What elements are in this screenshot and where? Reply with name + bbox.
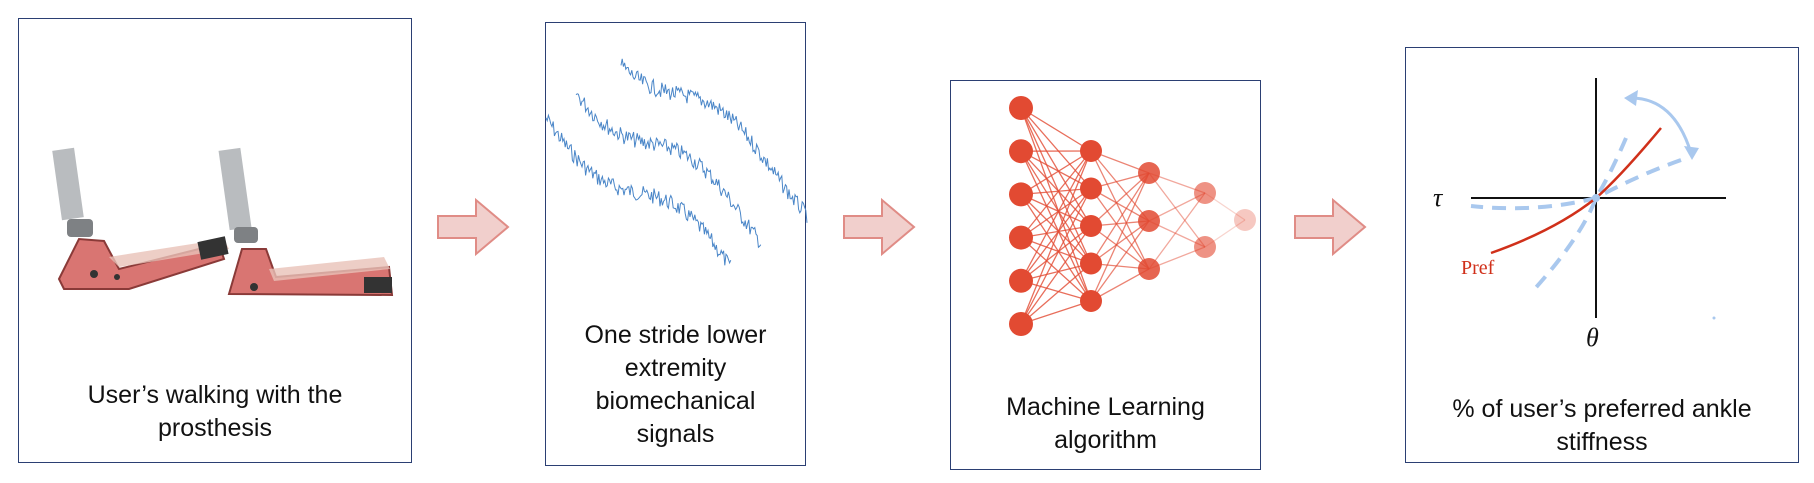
tau-label: τ [1433,183,1444,212]
nn-connection [1020,150,1092,239]
nn-node [1080,215,1102,237]
caption-line: % of user’s preferred ankle [1452,395,1752,423]
signal-trace [575,93,762,249]
nn-connection [1020,263,1092,325]
signals-caption: One stride lower extremity biomechanical… [546,319,805,451]
panel-signals: One stride lower extremity biomechanical… [545,22,808,466]
nn-connection [1020,107,1092,189]
nn-connection [1020,107,1092,227]
nn-connection [1020,193,1092,227]
caption-line: stiffness [1556,428,1648,456]
nn-connection [1090,172,1150,302]
flow-arrow-1 [437,197,510,257]
walking-caption: User’s walking with the prosthesis [19,379,411,445]
nn-connection [1020,262,1092,282]
nn-node [1138,258,1160,280]
nn-connection [1090,187,1150,222]
panel-ml: Machine Learning algorithm [950,80,1261,470]
caption-line: algorithm [1054,426,1157,454]
nn-connection [1020,150,1092,325]
nn-connection [1148,172,1206,248]
nn-node [1194,236,1216,258]
caption-line: User’s walking with the [87,381,343,409]
nn-node [1194,182,1216,204]
nn-node [1080,140,1102,162]
neural-network-diagram [1009,96,1256,336]
nn-connection [1090,268,1150,302]
rotation-arrow [1630,96,1693,154]
nn-connection [1090,172,1150,264]
nn-connection [1090,150,1150,270]
nn-connection [1020,280,1092,302]
nn-connection [1020,150,1092,264]
nn-connection [1020,193,1092,264]
rotation-arrowhead-top [1624,90,1638,106]
nn-node [1138,162,1160,184]
prosthesis-feet-image [52,147,394,297]
nn-connection [1020,107,1092,264]
caption-line: One stride lower [584,321,767,349]
nn-connection [1020,237,1092,302]
nn-node [1009,312,1033,336]
nn-connection [1020,225,1092,325]
theta-label: θ [1586,323,1599,352]
nn-connection [1020,150,1092,195]
stiffness-plot: τ θ Pref [1433,78,1726,352]
nn-connection [1020,194,1092,302]
caption-line: signals [636,420,715,448]
nn-node [1009,96,1033,120]
caption-line: extremity [624,354,727,382]
nn-connection [1020,188,1092,325]
nn-connection [1020,107,1092,152]
prosthetic-foot-left [52,147,229,290]
nn-connection [1020,150,1092,190]
nn-connection [1020,188,1092,282]
pref-label: Pref [1461,257,1495,279]
flow-arrow-3 [1294,197,1367,257]
caption-line: prosthesis [158,414,272,442]
nn-connection [1020,300,1092,325]
nn-node [1080,252,1102,275]
nn-connection [1020,236,1092,265]
caption-line: biomechanical [595,387,756,415]
ml-caption: Machine Learning algorithm [951,391,1260,457]
panel-walking: User’s walking with the prosthesis [18,18,412,463]
nn-connection [1090,188,1150,270]
stiff-curve-dashed [1529,137,1628,295]
nn-node [1009,225,1033,250]
pref-curve [1490,127,1662,255]
nn-connection [1020,150,1092,227]
biomechanical-signals-plot [545,58,808,266]
nn-node [1009,268,1033,293]
nn-node [1080,177,1102,200]
nn-connection [1148,192,1206,270]
panel-stiffness: τ θ Pref % of user’s preferred ankle sti… [1405,47,1799,463]
nn-connection [1090,172,1150,227]
nn-node [1009,139,1033,164]
prosthetic-foot-right [218,147,394,297]
signal-trace [545,113,732,266]
flow-arrow-2 [843,197,916,257]
signal-trace [620,58,808,223]
nn-node [1080,290,1102,312]
caption-line: Machine Learning [1006,393,1205,421]
nn-connection [1020,107,1092,302]
soft-curve-dashed [1470,158,1682,211]
nn-node [1138,210,1160,232]
nn-connection [1020,150,1092,282]
nn-connection [1020,150,1092,302]
nn-connection [1090,225,1150,270]
rotation-arrowhead-bottom [1684,146,1699,160]
nn-connection [1090,220,1150,302]
nn-connection [1020,225,1092,282]
nn-connection [1020,187,1092,239]
nn-connection [1090,220,1150,265]
nn-node [1234,209,1256,231]
nn-node [1009,182,1033,207]
nn-connection [1090,150,1150,222]
stiffness-caption: % of user’s preferred ankle stiffness [1406,393,1798,459]
